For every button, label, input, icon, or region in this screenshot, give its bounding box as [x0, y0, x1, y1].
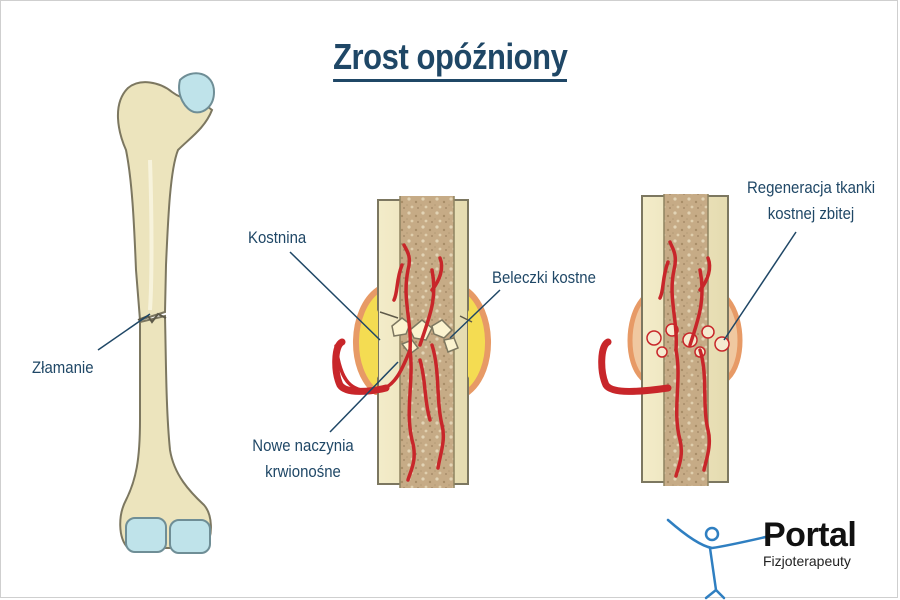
- bone-section-callus: [332, 196, 491, 488]
- femur-upper: [116, 81, 214, 322]
- left-condyle-cartilage: [125, 517, 167, 553]
- logo-sub-text: Fizjoterapeuty: [763, 553, 851, 569]
- person-arms-raised-icon: [666, 518, 772, 600]
- label-trabeculae: Beleczki kostne: [492, 268, 596, 287]
- blood-vessels-right: [658, 240, 712, 478]
- leader-fracture: [97, 313, 151, 351]
- label-regeneration-line2: kostnej zbitej: [767, 204, 855, 223]
- femoral-head-cartilage: [178, 72, 216, 114]
- logo-main-text: Portal: [763, 516, 857, 554]
- femur-lower: [119, 314, 212, 549]
- label-callus: Kostnina: [248, 228, 307, 247]
- title-text: Zrost opóźniony: [332, 36, 568, 82]
- label-new-vessels-line1: Nowe naczynia: [252, 436, 354, 455]
- diagram-title: Zrost opóźniony: [0, 36, 900, 82]
- leader-lines: [97, 231, 797, 433]
- leader-regeneration: [723, 231, 797, 341]
- main-vessel-right: [598, 338, 672, 395]
- right-condyle-cartilage: [169, 519, 211, 554]
- leader-callus: [289, 251, 381, 341]
- label-new-vessels-line2: krwionośne: [265, 462, 341, 481]
- bone-section-regeneration: [598, 194, 743, 486]
- femur-bone: [116, 72, 216, 554]
- label-fracture: Złamanie: [32, 358, 94, 377]
- leader-trabeculae: [449, 289, 501, 339]
- leader-vessels: [329, 361, 399, 433]
- label-regeneration-line1: Regeneracja tkanki: [746, 178, 876, 197]
- portal-logo: Portal Fizjoterapeuty: [763, 516, 857, 569]
